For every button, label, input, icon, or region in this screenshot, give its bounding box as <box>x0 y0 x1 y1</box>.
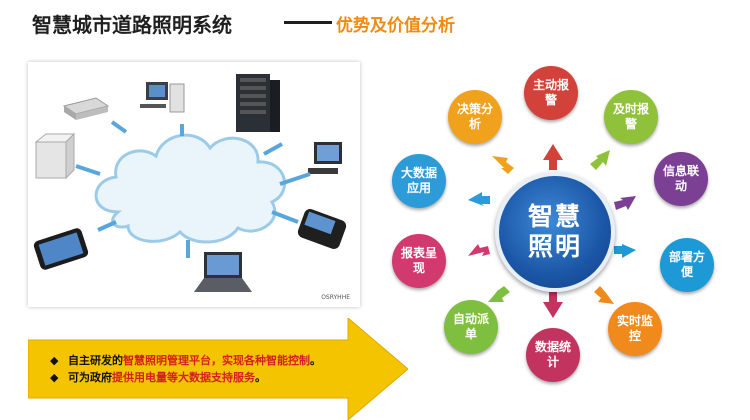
server-icon <box>236 74 280 132</box>
bullet-item-1: ◆ 自主研发的智慧照明管理平台，实现各种智能控制。 <box>50 352 321 369</box>
bullet-item-2: ◆ 可为政府提供用电量等大数据支持服务。 <box>50 369 321 386</box>
arrow-up-left <box>492 156 514 174</box>
highlight-arrow <box>28 318 408 420</box>
node-label: 及时报警 <box>612 102 649 131</box>
node-label: 自动派单 <box>452 312 489 341</box>
arrow-down-right <box>594 286 614 304</box>
arrow-down <box>543 292 563 318</box>
network-diagram <box>33 74 347 292</box>
node-auto-dispatch: 自动派单 <box>444 300 498 354</box>
cloud-shape <box>94 133 287 244</box>
bullet-text-post: 。 <box>310 354 321 367</box>
arrow-up-right <box>590 150 610 170</box>
smartphone-icon <box>33 228 89 270</box>
node-report-display: 报表呈现 <box>392 234 446 288</box>
image-watermark: OSRYHHE <box>321 294 350 301</box>
page-subtitle: 优势及价值分析 <box>336 16 455 36</box>
node-big-data-application: 大数据应用 <box>392 154 446 208</box>
bullet-text-highlight: 智慧照明管理平台，实现各种智能控制 <box>123 354 310 367</box>
node-label: 主动报警 <box>532 78 569 107</box>
node-label: 决策分析 <box>456 102 493 131</box>
storage-box-icon <box>34 132 76 180</box>
arrow-right <box>614 244 636 258</box>
arrow-down-left <box>488 286 510 302</box>
node-decision-analysis: 决策分析 <box>448 90 502 144</box>
arrow-left <box>468 192 490 206</box>
blackberry-phone-icon <box>297 209 347 249</box>
connection-arrows <box>75 120 311 258</box>
node-active-alarm: 主动报警 <box>524 66 578 120</box>
node-label: 大数据应用 <box>400 166 437 195</box>
node-easy-deployment: 部署方便 <box>660 238 714 292</box>
bullet-text-pre: 可为政府 <box>68 371 112 384</box>
laptop-icon <box>194 252 252 292</box>
network-diagram-image: OSRYHHE <box>28 62 360 307</box>
node-timely-alarm: 及时报警 <box>604 90 658 144</box>
feature-wheel-diagram: 智慧照明 主动报警 及时报警 信息联动 部署方便 实时监控 数据统计 自动派单 … <box>388 56 750 420</box>
arrow-left-down <box>468 244 490 256</box>
node-info-linkage: 信息联动 <box>654 152 708 206</box>
yellow-arrow-shape <box>28 318 408 420</box>
router-icon <box>62 97 110 120</box>
arrow-right-up <box>614 196 636 210</box>
node-label: 实时监控 <box>616 314 653 343</box>
title-dash-divider <box>284 21 332 24</box>
bullet-list: ◆自主研发的智慧照明管理平台，实现各种智能控制。 ◆可为政府提供用电量等大数据支… <box>50 352 321 386</box>
diamond-bullet-icon: ◆ <box>50 354 59 367</box>
title-bar: 智慧城市道路照明系统 优势及价值分析 <box>0 0 750 46</box>
node-realtime-monitoring: 实时监控 <box>608 302 662 356</box>
node-data-statistics: 数据统计 <box>526 328 580 382</box>
diamond-bullet-icon: ◆ <box>50 371 59 384</box>
node-label: 报表呈现 <box>400 246 437 275</box>
node-label: 数据统计 <box>534 340 571 369</box>
hub-label: 智慧照明 <box>527 202 582 261</box>
hub-smart-lighting: 智慧照明 <box>495 172 615 292</box>
page-title: 智慧城市道路照明系统 <box>32 13 232 37</box>
node-label: 信息联动 <box>662 164 699 193</box>
bullet-text-highlight: 提供用电量等大数据支持服务 <box>112 371 255 384</box>
monitor-icon <box>308 142 342 174</box>
desktop-computer-icon <box>140 82 185 113</box>
wheel-arrows <box>468 144 636 318</box>
bullet-text-post: 。 <box>255 371 266 384</box>
arrow-up <box>543 144 563 170</box>
node-label: 部署方便 <box>668 250 705 279</box>
bullet-text-pre: 自主研发的 <box>68 354 123 367</box>
